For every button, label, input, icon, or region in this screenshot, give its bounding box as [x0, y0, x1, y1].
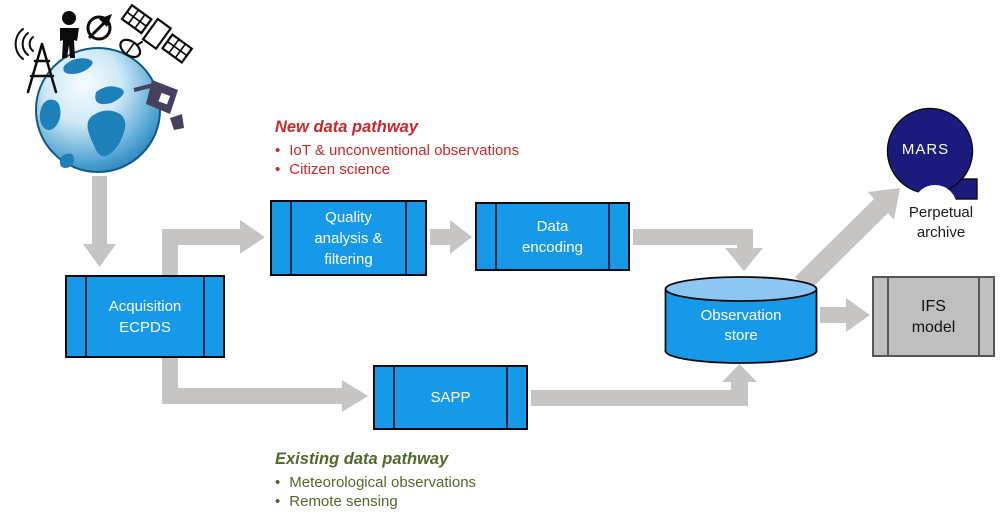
person-icon [60, 11, 79, 58]
sapp-label: SAPP [430, 387, 470, 408]
mars-label: MARS [901, 141, 950, 158]
box-side-bar [405, 202, 407, 274]
box-side-bar [203, 277, 205, 356]
bullet-icon: • [275, 474, 281, 491]
mars-caption-line: archive [916, 224, 966, 241]
arrow-dataencoding-to-store [633, 229, 763, 271]
ifs-model-label: IFS model [912, 296, 956, 338]
box-side-bar [290, 202, 292, 274]
new-pathway-title: New data pathway [275, 118, 419, 136]
box-side-bar [393, 367, 395, 428]
quality-analysis-box: Quality analysis & filtering [270, 200, 427, 276]
arrow-acquisition-to-quality [162, 220, 265, 275]
box-label-line: IFS [921, 297, 946, 315]
existing-pathway-item-text: Remote sensing [289, 493, 398, 510]
acquisition-ecpds-box: Acquisition ECPDS [65, 275, 225, 358]
arrow-store-to-ifs [820, 298, 870, 332]
mars-archive-logo: MARS [885, 107, 980, 229]
box-label-line: Quality [325, 208, 372, 226]
cctv-camera-icon [133, 80, 184, 130]
sapp-box: SAPP [373, 365, 528, 430]
existing-pathway-title: Existing data pathway [275, 450, 449, 468]
arrow-globe-to-acquisition [83, 176, 116, 267]
ifs-model-box: IFS model [872, 276, 995, 357]
arrow-acquisition-to-sapp [162, 358, 368, 412]
bullet-icon: • [275, 493, 281, 510]
box-label-line: Data [536, 217, 569, 235]
box-label-line: Acquisition [108, 297, 182, 315]
quality-analysis-label: Quality analysis & filtering [314, 207, 382, 270]
box-side-bar [506, 367, 508, 428]
box-label-line: Observation [700, 307, 782, 324]
data-encoding-box: Data encoding [475, 202, 630, 271]
radio-tower-icon [14, 28, 58, 94]
new-pathway-item: • IoT & unconventional observations [275, 142, 519, 160]
box-label-line: store [724, 327, 758, 344]
compass-icon [86, 14, 112, 41]
arrow-sapp-to-store [531, 364, 757, 406]
satellite-icon [119, 4, 194, 64]
existing-data-pathway-note: Existing data pathway • Meteorological o… [275, 450, 476, 511]
new-data-pathway-note: New data pathway • IoT & unconventional … [275, 118, 519, 179]
box-side-bar [978, 278, 980, 355]
acquisition-ecpds-label: Acquisition ECPDS [109, 296, 182, 338]
bullet-icon: • [275, 161, 281, 178]
data-encoding-label: Data encoding [522, 216, 583, 258]
existing-pathway-item-text: Meteorological observations [289, 474, 477, 491]
new-pathway-item-text: IoT & unconventional observations [289, 142, 520, 159]
box-side-bar [887, 278, 889, 355]
arrow-quality-to-dataencoding [430, 220, 472, 254]
mars-caption-line: Perpetual [908, 204, 974, 221]
box-side-bar [495, 204, 497, 269]
earth-observations-illustration [14, 4, 194, 173]
observation-store-label: Observation store [663, 306, 819, 346]
arrow-store-to-mars [795, 188, 900, 291]
cylinder-shape [664, 276, 818, 364]
observation-store-cylinder: Observation store [663, 274, 819, 366]
bullet-icon: • [275, 142, 281, 159]
existing-pathway-item: • Meteorological observations [275, 474, 476, 492]
new-pathway-item-text: Citizen science [289, 161, 391, 178]
new-pathway-item: • Citizen science [275, 161, 519, 179]
box-label-line: model [911, 318, 956, 336]
existing-pathway-item: • Remote sensing [275, 493, 476, 511]
box-label-line: filtering [324, 250, 373, 268]
mars-caption: Perpetual archive [887, 203, 995, 243]
box-label-line: SAPP [430, 389, 471, 406]
box-label-line: analysis & [314, 229, 383, 247]
box-side-bar [608, 204, 610, 269]
box-label-line: encoding [522, 238, 583, 256]
box-side-bar [85, 277, 87, 356]
box-label-line: ECPDS [119, 318, 171, 336]
globe-icon [35, 47, 161, 173]
